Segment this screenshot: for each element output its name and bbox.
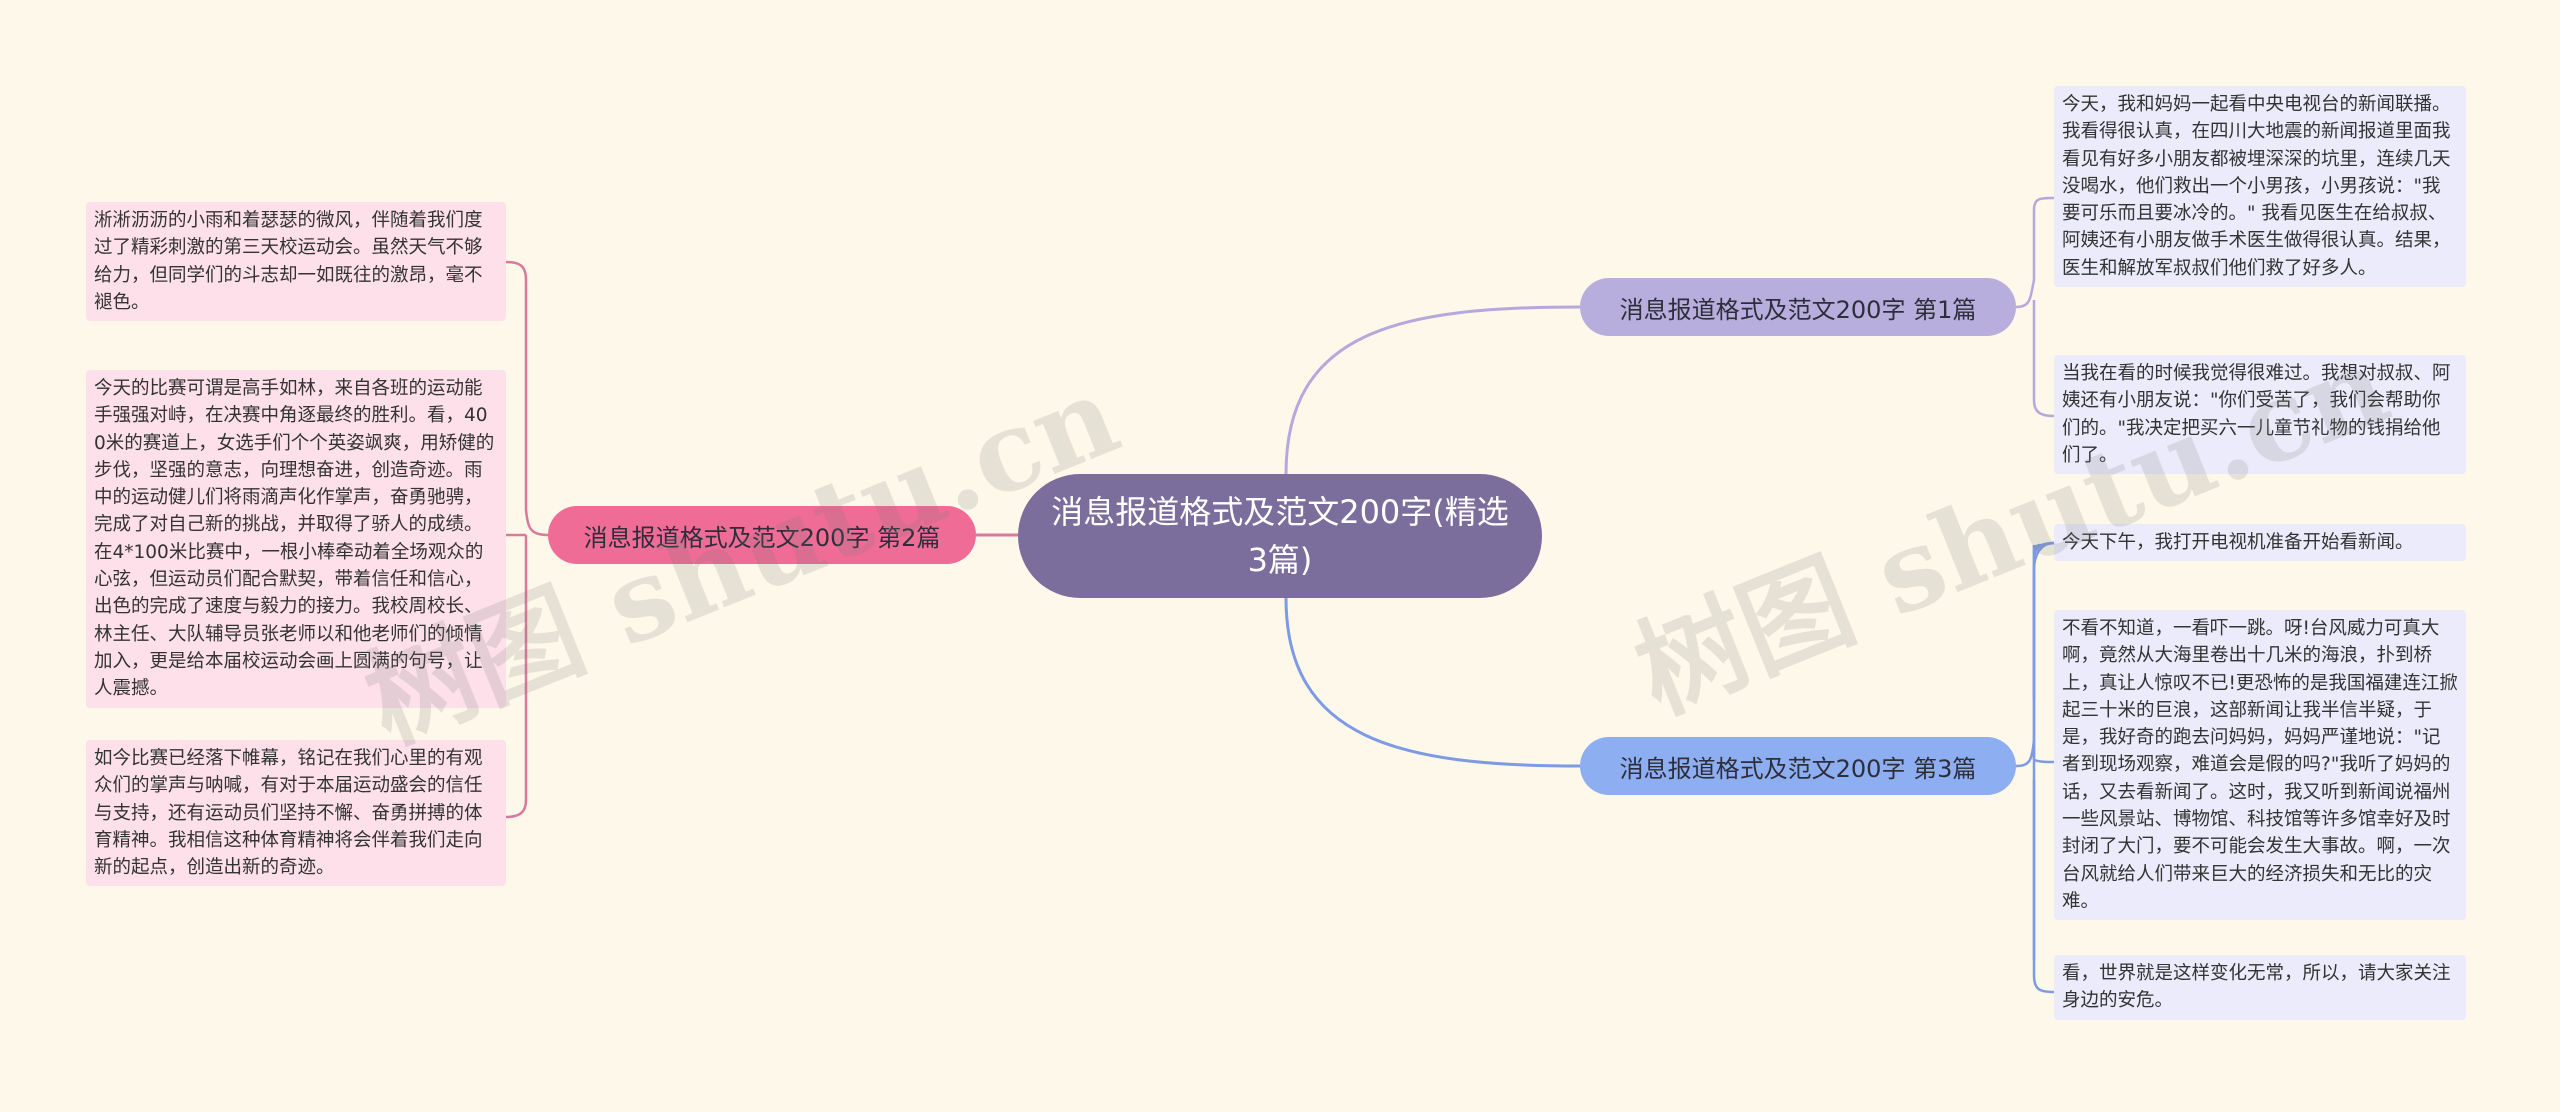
leaf-2-1[interactable]: 淅淅沥沥的小雨和着瑟瑟的微风，伴随着我们度过了精彩刺激的第三天校运动会。虽然天气…: [86, 202, 506, 322]
leaf-3-1[interactable]: 今天下午，我打开电视机准备开始看新闻。: [2054, 524, 2466, 562]
connector-root-branch3: [1284, 597, 1581, 768]
connector-root-branch1: [1284, 305, 1581, 475]
branch-2[interactable]: 消息报道格式及范文200字 第2篇: [548, 506, 976, 564]
root-topic[interactable]: 消息报道格式及范文200字(精选3篇): [1018, 474, 1542, 598]
connector-branch1-leaves: [2015, 196, 2055, 418]
root-topic-label: 消息报道格式及范文200字(精选3篇): [1051, 493, 1509, 579]
leaf-1-1[interactable]: 今天，我和妈妈一起看中央电视台的新闻联播。我看得很认真，在四川大地震的新闻报道里…: [2054, 86, 2466, 288]
branch-1[interactable]: 消息报道格式及范文200字 第1篇: [1580, 278, 2016, 336]
leaf-3-2[interactable]: 不看不知道，一看吓一跳。呀!台风威力可真大啊，竟然从大海里卷出十几米的海浪，扑到…: [2054, 610, 2466, 921]
branch-3[interactable]: 消息报道格式及范文200字 第3篇: [1580, 737, 2016, 795]
leaf-2-3[interactable]: 如今比赛已经落下帷幕，铭记在我们心里的有观众们的掌声与呐喊，有对于本届运动盛会的…: [86, 740, 506, 887]
leaf-2-2[interactable]: 今天的比赛可谓是高手如林，来自各班的运动能手强强对峙，在决赛中角逐最终的胜利。看…: [86, 370, 506, 708]
leaf-3-3[interactable]: 看，世界就是这样变化无常，所以，请大家关注身边的安危。: [2054, 955, 2466, 1020]
branch-1-label: 消息报道格式及范文200字 第1篇: [1619, 295, 1977, 324]
leaf-1-2[interactable]: 当我在看的时候我觉得很难过。我想对叔叔、阿姨还有小朋友说："你们受苦了，我们会帮…: [2054, 355, 2466, 475]
connector-branch2-leaves: [505, 260, 549, 819]
branch-2-label: 消息报道格式及范文200字 第2篇: [583, 523, 941, 552]
branch-3-label: 消息报道格式及范文200字 第3篇: [1619, 754, 1977, 783]
